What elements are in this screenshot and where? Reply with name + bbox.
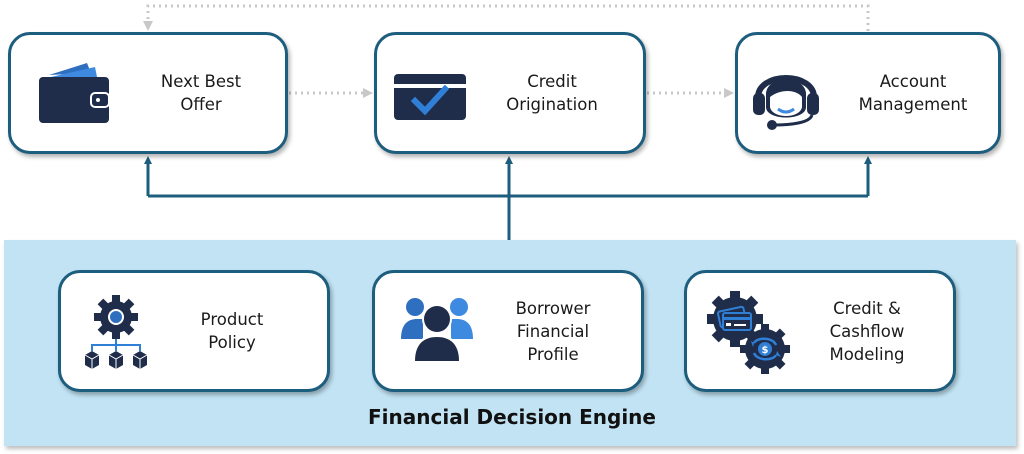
svg-text:$: $ xyxy=(762,345,769,356)
gears-card-dollar-icon: $ xyxy=(707,291,790,374)
card-borrower-financial-profile[interactable]: Borrower Financial Profile xyxy=(372,270,644,392)
card-next-best-offer[interactable]: Next Best Offer xyxy=(8,32,288,154)
card-account-management[interactable]: Account Management xyxy=(735,32,1001,154)
card-label: Product Policy xyxy=(200,310,264,352)
card-label: Next Best Offer xyxy=(160,72,242,114)
gear-hierarchy-icon xyxy=(84,295,148,369)
card-label: Borrower Financial Profile xyxy=(515,299,591,364)
user-group-icon xyxy=(401,298,473,361)
card-credit-origination[interactable]: Credit Origination xyxy=(374,32,646,154)
wallet-icon xyxy=(39,63,110,123)
credit-card-check-icon xyxy=(394,74,466,120)
card-label: Credit & Cashflow Modeling xyxy=(829,299,905,364)
headset-agent-icon xyxy=(753,75,819,130)
card-label: Account Management xyxy=(858,72,968,114)
card-label: Credit Origination xyxy=(506,72,598,114)
flow-am-to-nbo xyxy=(143,4,870,31)
engine-title: Financial Decision Engine xyxy=(368,405,656,429)
card-product-policy[interactable]: Product Policy xyxy=(58,270,330,392)
card-credit-cashflow-modeling[interactable]: $ Credit & Cashflow Modeling xyxy=(684,270,956,392)
